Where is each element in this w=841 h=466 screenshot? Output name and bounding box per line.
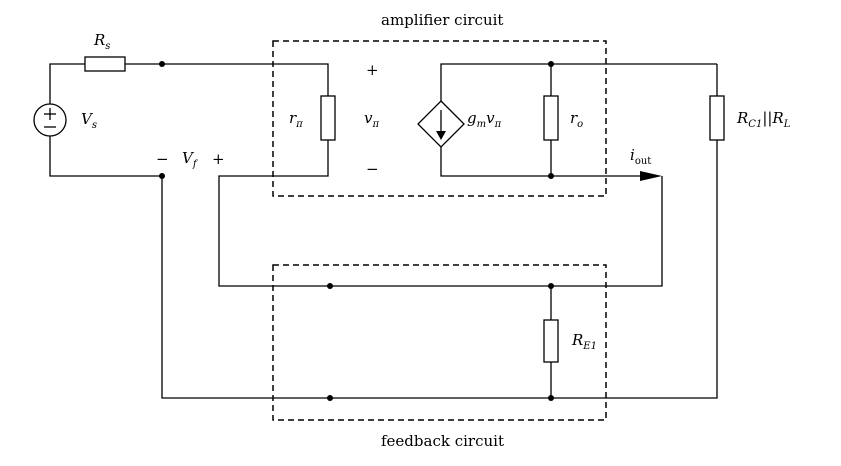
junction-dot [548,283,554,289]
junction-dot [327,395,333,401]
junction-dot [327,283,333,289]
junction-dot [159,61,165,67]
junction-dot [548,61,554,67]
wire-rpi-to-feedback [218,140,663,287]
resistor-rs [84,56,126,72]
resistor-ro [543,95,559,141]
feedback-box [272,264,607,421]
label-vs: Vs [81,110,97,131]
amplifier-box [272,40,607,197]
junction-dot [548,173,554,179]
dep-source-arrow-head [436,131,446,140]
label-vf: Vf [182,149,197,170]
feedback-title: feedback circuit [381,432,504,450]
wire-rs-to-rpi [125,63,329,96]
resistor-rpi [320,95,336,141]
label-vpi: vπ [364,109,380,130]
iout-arrow [640,171,662,181]
label-rs: Rs [94,31,111,52]
wire-amp-bottom [440,147,640,177]
label-rc1-rl: RC1||RL [737,109,791,130]
label-gm-vpi: gmvπ [467,109,502,130]
wire-amp-top [440,63,717,101]
label-ro: ro [570,109,584,130]
vpi-minus: − [366,160,379,178]
junction-dot [548,395,554,401]
label-re1: RE1 [572,331,597,352]
wire-source-top [49,63,85,120]
resistor-re1 [543,319,559,363]
amplifier-title: amplifier circuit [381,11,504,29]
vf-plus: + [212,150,225,168]
vpi-plus: + [366,61,379,79]
label-rpi: rπ [289,109,303,130]
vf-minus: − [156,150,169,168]
junction-dot [159,173,165,179]
wire-source-bottom [49,134,718,399]
label-iout: iout [630,146,652,167]
resistor-rc1-rl [709,95,725,141]
